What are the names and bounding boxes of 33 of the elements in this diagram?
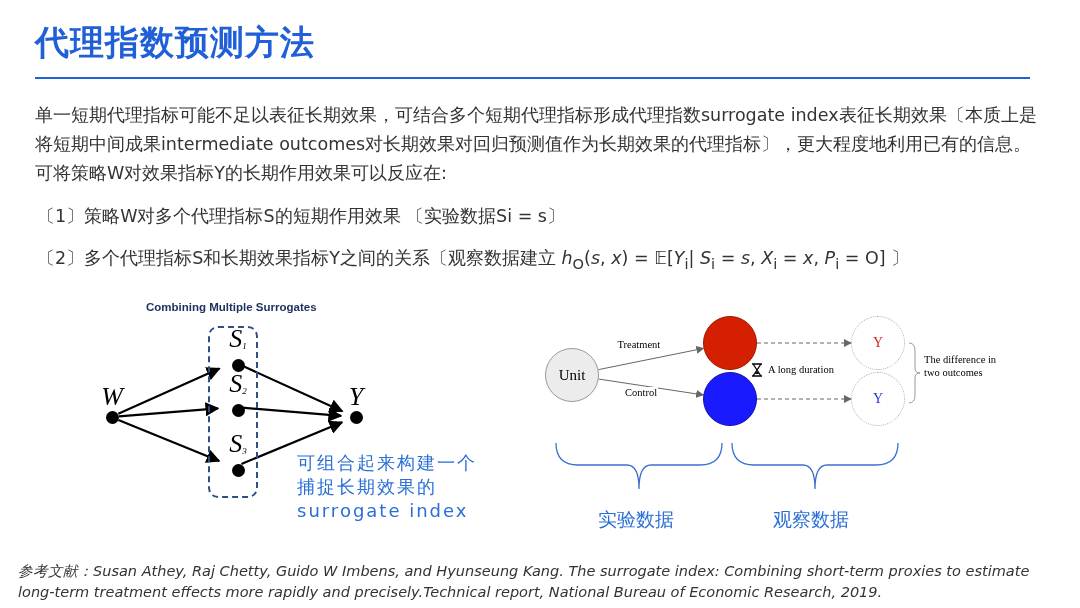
reference-note: 参考文献：Susan Athey, Raj Chetty, Guido W Imbens, and Hyunseung Kang. The surrogate index: Combining short-term proxies to estimate long-term treatment effects more rapidly and precisely.Technical report, National Bureau of Economic Research, 2019. [18, 562, 1031, 602]
section-label: 实验数据 [598, 507, 675, 532]
circle-node [703, 316, 757, 370]
node-label: S$_{2}$ [228, 373, 248, 396]
text-label: A long duration [768, 364, 835, 375]
arrow [118, 402, 220, 418]
arrow [598, 378, 705, 398]
text-label: The difference in two outcomes [924, 353, 998, 379]
node-label: W [100, 386, 126, 408]
arrow [756, 395, 852, 403]
arrow [756, 339, 852, 347]
edge-label: Control [624, 387, 659, 399]
edge-label: Treatment [616, 339, 662, 351]
list-item: 〔1〕策略W对多个代理指标S的短期作用效果 〔实验数据Si = s〕 [37, 205, 566, 228]
node-label: S$_{1}$ [228, 328, 248, 351]
arrow [240, 420, 344, 465]
slide-title: 代理指数预测方法 [35, 21, 315, 64]
annotation-text: 可组合起来构建一个捕捉长期效果的surrogate index [297, 451, 478, 523]
node-label: Y [347, 386, 367, 408]
arrow [118, 419, 221, 463]
node-label: Y [872, 335, 884, 351]
node-label: Unit [558, 366, 586, 384]
section-label: 观察数据 [773, 507, 850, 532]
circle-node [703, 372, 757, 426]
node-label: Y [872, 391, 884, 407]
arrow [597, 345, 705, 371]
arrow [117, 367, 221, 415]
circle-node [545, 348, 599, 402]
figure-title: Combining Multiple Surrogates [146, 301, 318, 313]
paragraph: 单一短期代理指标可能不足以表征长期效果，可结合多个短期代理指标形成代理指数surrogate index表征长期效果〔本质上是将短期中间成果intermediate outcomes对长期效果对回归预测值作为长期效果的代理指标〕，更大程度地利用已有的信息。可将策略W对效果指标Y的长期作用效果可以反应在: [35, 104, 1038, 185]
list-item: 〔2〕多个代理指标S和长期效果指标Y之间的关系〔观察数据建立 h$_{O}$(s, x) = 𝔼[Y$_{i}$| S$_{i}$ = s, X$_{i}$ = x, P$_{i}$ = O] 〕 [37, 247, 911, 274]
node-label: S$_{3}$ [228, 433, 248, 456]
dashed-group-box [208, 326, 258, 498]
